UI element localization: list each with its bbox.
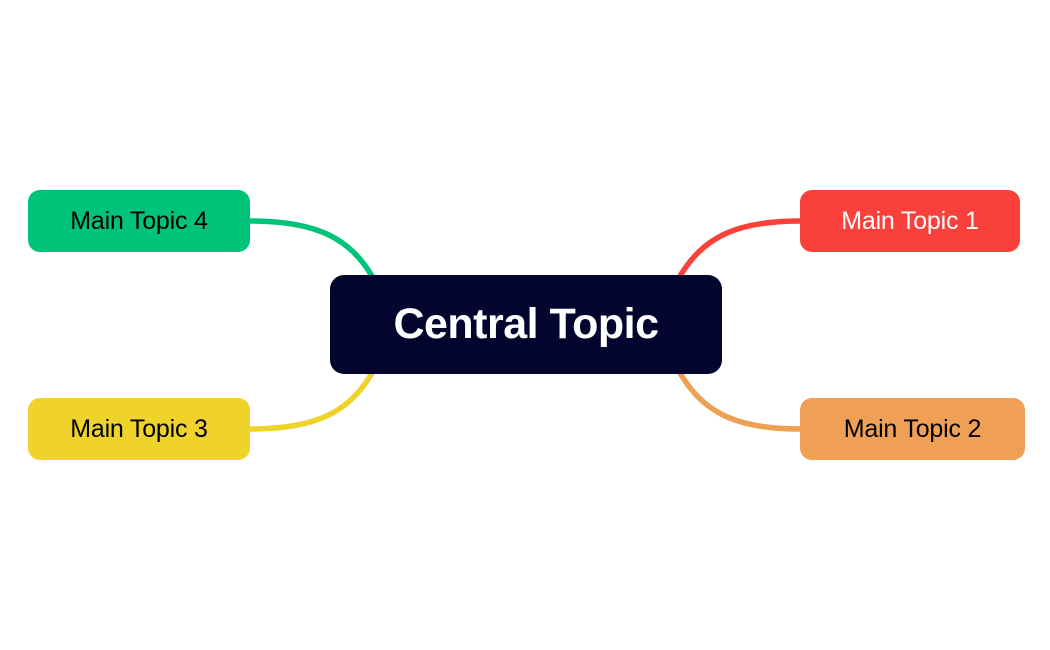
central-node-label: Central Topic [393, 300, 659, 348]
connector-topic-2 [677, 370, 803, 432]
node-label: Main Topic 4 [70, 206, 208, 235]
mind-map-node-topic-1[interactable]: Main Topic 1 [800, 190, 1020, 252]
mind-map-node-topic-4[interactable]: Main Topic 4 [28, 190, 250, 252]
node-label: Main Topic 1 [841, 206, 979, 235]
node-label: Main Topic 2 [843, 414, 982, 443]
connector-topic-3 [247, 370, 375, 432]
connector-topic-1 [677, 218, 803, 279]
connector-topic-4 [247, 218, 375, 279]
mind-map-node-topic-3[interactable]: Main Topic 3 [28, 398, 250, 460]
node-label: Main Topic 3 [70, 414, 208, 443]
mind-map-node-topic-2[interactable]: Main Topic 2 [800, 398, 1025, 460]
mind-map-node-central[interactable]: Central Topic [330, 275, 722, 374]
